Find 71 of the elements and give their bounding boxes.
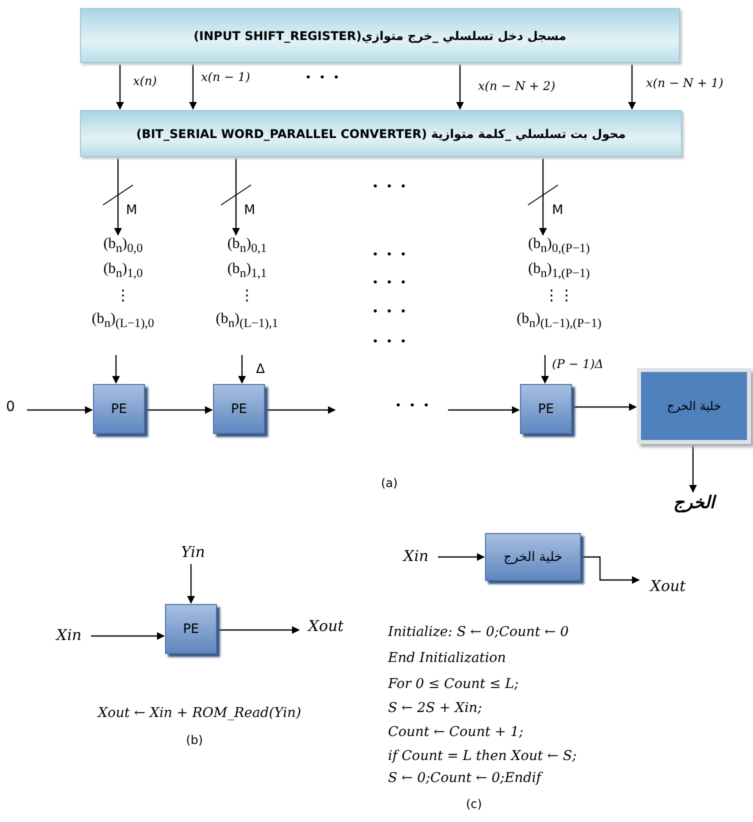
edge-label: x(n): [133, 74, 157, 88]
output-cell-box: خلية الخرج: [637, 368, 751, 444]
arrow: [114, 158, 122, 236]
bit-label: (b$_{n}$)$_{(L−1),1}$: [216, 311, 278, 332]
arrow: [689, 445, 697, 493]
ellipsis: • • •: [372, 305, 408, 318]
code-line: S ← 2S + Xin;: [388, 700, 482, 716]
edge-label: x(n − N + 1): [646, 76, 724, 90]
arrow: [187, 564, 195, 604]
input-value: 0: [6, 399, 26, 421]
figure-caption: (c): [466, 797, 482, 811]
signal-label: Xin: [48, 624, 90, 646]
pe-box: PE: [213, 384, 265, 434]
arrow: [91, 632, 165, 640]
bit-label: (b$_{n}$)$_{1,(P−1)}$: [528, 261, 590, 282]
arrow: [189, 64, 197, 110]
arrow: [582, 556, 640, 584]
pe-box: PE: [520, 384, 572, 434]
bit-label: (b$_{n}$)$_{0,1}$: [227, 236, 267, 257]
converter-bar: محول بت تسلسلي _كلمة متوازية (BIT_SERIAL WORD_PARALLEL CONVERTER): [80, 110, 682, 157]
bit-label: (b$_{n}$)$_{(L−1),0}$: [92, 311, 154, 332]
code-line: Initialize: S ← 0;Count ← 0: [388, 624, 569, 640]
edge-label: x(n − 1): [201, 70, 250, 84]
arrow: [27, 406, 93, 414]
arrow: [541, 355, 549, 384]
bit-label: (b$_{n}$)$_{1,0}$: [103, 261, 143, 282]
edge-label: x(n − N + 2): [478, 79, 556, 93]
shift-register-bar: مسجل دخل تسلسلي _خرج متوازي(INPUT SHIFT_REGISTER): [80, 8, 680, 63]
arrow: [438, 553, 485, 561]
figure-caption: (a): [381, 476, 398, 490]
bit-label: ⋮: [240, 287, 254, 306]
arrow: [232, 158, 240, 236]
code-line: Count ← Count + 1;: [388, 724, 524, 740]
bit-label: ⋮⋮: [544, 287, 574, 306]
arrow: [116, 64, 124, 110]
signal-label: Xin: [395, 545, 437, 567]
arrow: [456, 64, 464, 110]
ellipsis: • • •: [372, 180, 408, 193]
ellipsis: • • •: [372, 248, 408, 261]
arrow: [266, 406, 336, 414]
edge-label: (P − 1)Δ: [552, 357, 604, 371]
formula-text: Xout ← Xin + ROM_Read(Yin): [98, 705, 302, 721]
ellipsis: • • •: [395, 399, 432, 412]
arrow: [112, 355, 120, 384]
arrow: [448, 406, 520, 414]
signal-label: Xout: [640, 575, 696, 597]
signal-label: Xout: [300, 615, 352, 637]
arrow: [146, 406, 213, 414]
bit-label: (b$_{n}$)$_{0,(P−1)}$: [528, 236, 590, 257]
bit-label: ⋮: [116, 287, 130, 306]
code-line: For 0 ≤ Count ≤ L;: [388, 676, 519, 692]
signal-label: Yin: [172, 541, 214, 563]
code-line: S ← 0;Count ← 0;Endif: [388, 770, 542, 786]
arrow: [628, 64, 636, 110]
code-line: if Count = L then Xout ← S;: [388, 748, 577, 764]
ellipsis: • • •: [372, 276, 408, 289]
figure-caption: (b): [186, 733, 203, 747]
bit-label: (b$_{n}$)$_{1,1}$: [227, 261, 267, 282]
code-line: End Initialization: [388, 650, 506, 666]
pe-box: PE: [93, 384, 145, 434]
arrow: [238, 355, 246, 384]
arrow: [539, 158, 547, 236]
arrow: [218, 626, 300, 634]
bit-label: (b$_{n}$)$_{0,0}$: [103, 236, 143, 257]
output-label: الخرج: [662, 493, 726, 521]
pe-box: PE: [165, 604, 217, 654]
bit-label: (b$_{n}$)$_{(L−1),(P−1)}$: [516, 311, 602, 332]
ellipsis: • • •: [372, 335, 408, 348]
arrow: [573, 403, 637, 411]
ellipsis: • • •: [305, 71, 342, 84]
output-cell-box: خلية الخرج: [485, 533, 581, 581]
